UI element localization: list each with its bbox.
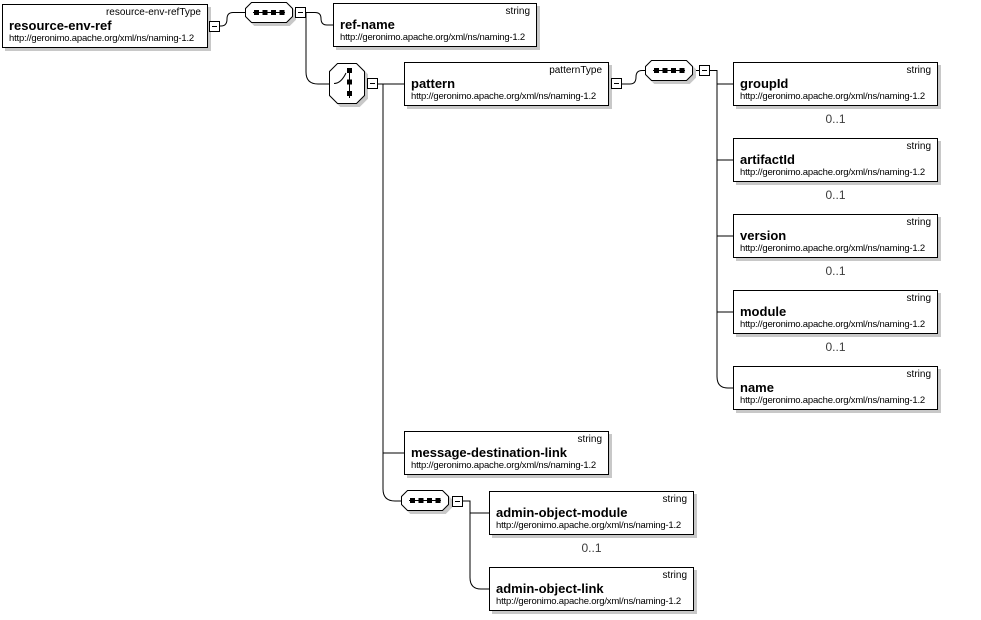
element-namespace: http://geronimo.apache.org/xml/ns/naming… bbox=[9, 33, 194, 44]
cardinality-label: 0..1 bbox=[825, 112, 846, 126]
cardinality-label: 0..1 bbox=[825, 340, 846, 354]
collapse-minus-icon[interactable] bbox=[452, 496, 463, 507]
element-box-pattern[interactable]: patternType pattern http://geronimo.apac… bbox=[404, 62, 609, 106]
choice-icon[interactable] bbox=[329, 63, 368, 107]
element-namespace: http://geronimo.apache.org/xml/ns/naming… bbox=[340, 32, 525, 43]
element-box-resource-env-ref[interactable]: resource-env-refType resource-env-ref ht… bbox=[2, 4, 208, 48]
element-namespace: http://geronimo.apache.org/xml/ns/naming… bbox=[496, 520, 681, 531]
element-type-label: string bbox=[906, 293, 931, 304]
element-type-label: string bbox=[906, 369, 931, 380]
element-name: module bbox=[740, 304, 787, 319]
element-name: ref-name bbox=[340, 17, 395, 32]
element-namespace: http://geronimo.apache.org/xml/ns/naming… bbox=[411, 460, 596, 471]
collapse-minus-icon[interactable] bbox=[209, 21, 220, 32]
cardinality-label: 0..1 bbox=[825, 264, 846, 278]
element-name: message-destination-link bbox=[411, 445, 568, 460]
element-type-label: resource-env-refType bbox=[105, 7, 201, 18]
element-type-label: string bbox=[906, 141, 931, 152]
sequence-icon[interactable] bbox=[245, 2, 296, 26]
collapse-minus-icon[interactable] bbox=[295, 7, 306, 18]
element-name: resource-env-ref bbox=[9, 18, 112, 33]
element-name: name bbox=[740, 380, 774, 395]
element-namespace: http://geronimo.apache.org/xml/ns/naming… bbox=[740, 319, 925, 330]
element-type-label: string bbox=[906, 65, 931, 76]
element-name: version bbox=[740, 228, 787, 243]
element-box-admin-object-link[interactable]: string admin-object-link http://geronimo… bbox=[489, 567, 694, 611]
element-type-label: string bbox=[577, 434, 602, 445]
element-box-ref-name[interactable]: string ref-name http://geronimo.apache.o… bbox=[333, 3, 537, 47]
element-type-label: string bbox=[662, 494, 687, 505]
sequence-icon[interactable] bbox=[401, 490, 452, 514]
element-namespace: http://geronimo.apache.org/xml/ns/naming… bbox=[740, 167, 925, 178]
element-name: groupId bbox=[740, 76, 789, 91]
element-box-name[interactable]: string name http://geronimo.apache.org/x… bbox=[733, 366, 938, 410]
element-namespace: http://geronimo.apache.org/xml/ns/naming… bbox=[411, 91, 596, 102]
element-name: admin-object-module bbox=[496, 505, 628, 520]
element-type-label: patternType bbox=[549, 65, 602, 76]
element-namespace: http://geronimo.apache.org/xml/ns/naming… bbox=[740, 243, 925, 254]
element-box-version[interactable]: string version http://geronimo.apache.or… bbox=[733, 214, 938, 258]
element-namespace: http://geronimo.apache.org/xml/ns/naming… bbox=[740, 91, 925, 102]
element-namespace: http://geronimo.apache.org/xml/ns/naming… bbox=[496, 596, 681, 607]
cardinality-label: 0..1 bbox=[581, 541, 602, 555]
element-box-module[interactable]: string module http://geronimo.apache.org… bbox=[733, 290, 938, 334]
collapse-minus-icon[interactable] bbox=[367, 78, 378, 89]
element-type-label: string bbox=[906, 217, 931, 228]
sequence-icon[interactable] bbox=[645, 60, 696, 84]
element-box-groupId[interactable]: string groupId http://geronimo.apache.or… bbox=[733, 62, 938, 106]
element-name: admin-object-link bbox=[496, 581, 604, 596]
element-namespace: http://geronimo.apache.org/xml/ns/naming… bbox=[740, 395, 925, 406]
element-type-label: string bbox=[662, 570, 687, 581]
element-box-admin-object-module[interactable]: string admin-object-module http://geroni… bbox=[489, 491, 694, 535]
collapse-minus-icon[interactable] bbox=[699, 65, 710, 76]
element-name: pattern bbox=[411, 76, 456, 91]
collapse-minus-icon[interactable] bbox=[611, 78, 622, 89]
element-type-label: string bbox=[505, 6, 530, 17]
element-box-artifactId[interactable]: string artifactId http://geronimo.apache… bbox=[733, 138, 938, 182]
element-box-message-destination-link[interactable]: string message-destination-link http://g… bbox=[404, 431, 609, 475]
cardinality-label: 0..1 bbox=[825, 188, 846, 202]
element-name: artifactId bbox=[740, 152, 795, 167]
